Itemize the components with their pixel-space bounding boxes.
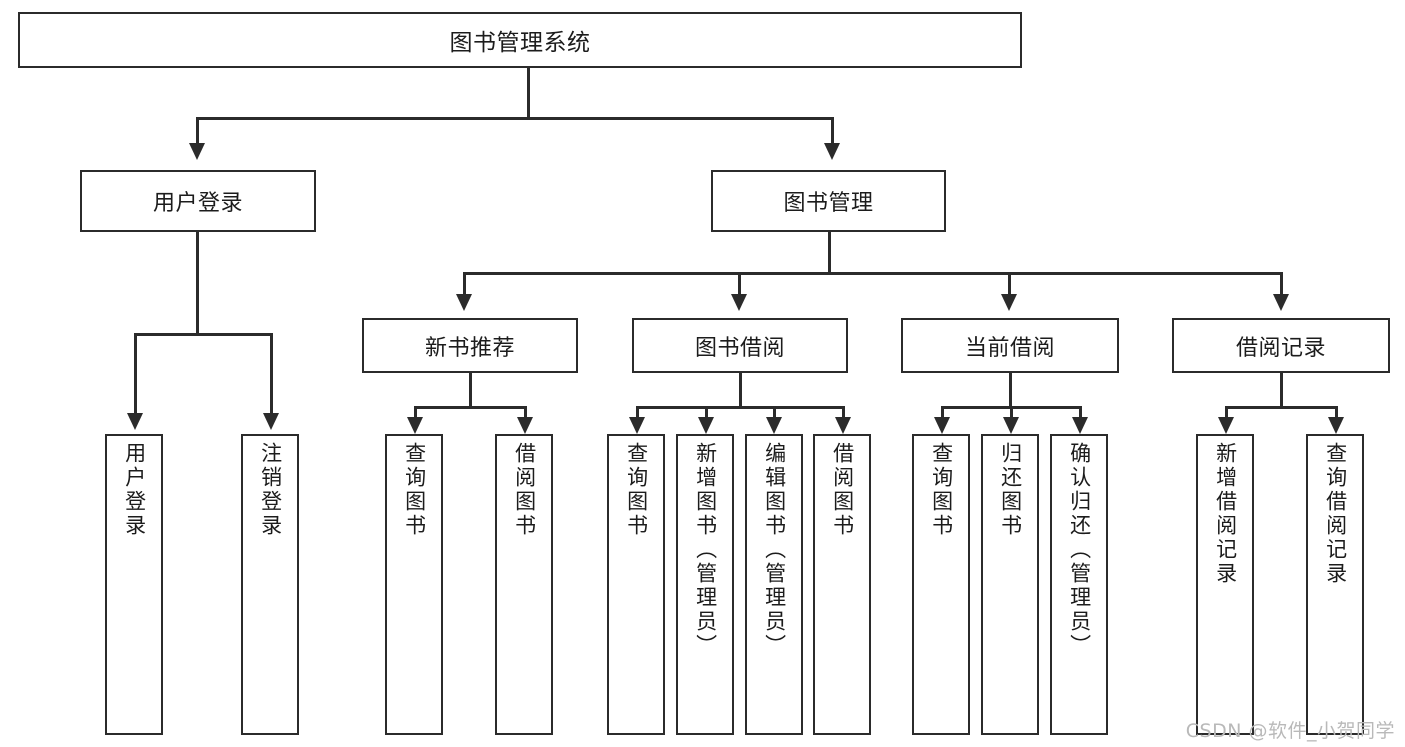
node-user-login-label: 用户登录 xyxy=(152,191,243,216)
edge-new-book-rec-to-leaf-2 xyxy=(524,406,527,420)
edge-current-borrow-to-leaf-2 xyxy=(1010,406,1013,420)
edge-user-login-down xyxy=(196,232,199,335)
node-book-borrow-label: 图书借阅 xyxy=(694,335,785,361)
arrow-book-borrow-to-leaf-2 xyxy=(698,417,714,434)
node-current-borrow[interactable]: 当前借阅 xyxy=(901,318,1119,373)
node-leaf-return-book-label: 归还图书 xyxy=(998,442,1023,538)
arrow-user-login-to-leaf-2 xyxy=(263,413,279,430)
node-leaf-query-record-label: 查询借阅记录 xyxy=(1323,442,1348,586)
edge-current-borrow-down xyxy=(1009,373,1012,408)
arrow-current-borrow-to-leaf-1 xyxy=(934,417,950,434)
node-leaf-query-book-3-label: 查询图书 xyxy=(929,442,954,538)
edge-book-borrow-to-leaf-4 xyxy=(842,406,845,420)
edge-book-borrow-to-leaf-1 xyxy=(636,406,639,420)
node-new-book-rec[interactable]: 新书推荐 xyxy=(362,318,578,373)
arrow-borrow-record-to-leaf-1 xyxy=(1218,417,1234,434)
node-leaf-edit-book-label: 编辑图书（管理员） xyxy=(762,442,787,658)
node-leaf-logout[interactable]: 注销登录 xyxy=(241,434,299,735)
node-current-borrow-label: 当前借阅 xyxy=(964,335,1055,361)
arrow-book-manage-to-book-borrow xyxy=(731,294,747,311)
edge-book-manage-to-current-borrow xyxy=(1008,272,1011,296)
node-leaf-confirm-return[interactable]: 确认归还（管理员） xyxy=(1050,434,1108,735)
node-root-label: 图书管理系统 xyxy=(449,30,591,56)
node-book-manage-label: 图书管理 xyxy=(783,191,874,216)
edge-root-to-user-login xyxy=(196,117,199,145)
arrow-borrow-record-to-leaf-2 xyxy=(1328,417,1344,434)
edge-user-login-bus xyxy=(134,333,272,336)
node-leaf-query-book-2-label: 查询图书 xyxy=(624,442,649,538)
edge-book-borrow-bus xyxy=(636,406,844,409)
arrow-book-borrow-to-leaf-4 xyxy=(835,417,851,434)
node-book-borrow[interactable]: 图书借阅 xyxy=(632,318,848,373)
node-leaf-query-record[interactable]: 查询借阅记录 xyxy=(1306,434,1364,735)
node-leaf-borrow-book-2-label: 借阅图书 xyxy=(830,442,855,538)
edge-book-borrow-to-leaf-3 xyxy=(773,406,776,420)
arrow-current-borrow-to-leaf-3 xyxy=(1072,417,1088,434)
node-new-book-rec-label: 新书推荐 xyxy=(424,335,515,361)
node-leaf-borrow-book-2[interactable]: 借阅图书 xyxy=(813,434,871,735)
edge-current-borrow-to-leaf-3 xyxy=(1079,406,1082,420)
edge-new-book-rec-to-leaf-1 xyxy=(414,406,417,420)
node-leaf-add-book[interactable]: 新增图书（管理员） xyxy=(676,434,734,735)
arrow-book-manage-to-current-borrow xyxy=(1001,294,1017,311)
arrow-root-to-user-login xyxy=(189,143,205,160)
arrow-book-manage-to-new-book-rec xyxy=(456,294,472,311)
node-leaf-logout-label: 注销登录 xyxy=(258,442,283,538)
edge-book-manage-bus xyxy=(463,272,1280,275)
arrow-book-manage-to-borrow-record xyxy=(1273,294,1289,311)
edge-new-book-rec-bus xyxy=(414,406,526,409)
edge-borrow-record-to-leaf-2 xyxy=(1335,406,1338,420)
node-borrow-record[interactable]: 借阅记录 xyxy=(1172,318,1390,373)
edge-book-borrow-to-leaf-2 xyxy=(705,406,708,420)
edge-root-to-book-manage xyxy=(831,117,834,145)
node-leaf-return-book[interactable]: 归还图书 xyxy=(981,434,1039,735)
node-leaf-query-book-2[interactable]: 查询图书 xyxy=(607,434,665,735)
edge-root-down xyxy=(527,68,530,119)
node-leaf-query-book-1[interactable]: 查询图书 xyxy=(385,434,443,735)
node-leaf-user-login[interactable]: 用户登录 xyxy=(105,434,163,735)
arrow-user-login-to-leaf-1 xyxy=(127,413,143,430)
arrow-book-borrow-to-leaf-3 xyxy=(766,417,782,434)
node-leaf-borrow-book-1[interactable]: 借阅图书 xyxy=(495,434,553,735)
node-root[interactable]: 图书管理系统 xyxy=(18,12,1022,68)
edge-book-manage-to-new-book-rec xyxy=(463,272,466,296)
arrow-book-borrow-to-leaf-1 xyxy=(629,417,645,434)
edge-user-login-to-leaf-1 xyxy=(134,333,137,415)
node-leaf-add-record[interactable]: 新增借阅记录 xyxy=(1196,434,1254,735)
node-borrow-record-label: 借阅记录 xyxy=(1235,335,1326,361)
arrow-new-book-rec-to-leaf-1 xyxy=(407,417,423,434)
node-leaf-borrow-book-1-label: 借阅图书 xyxy=(512,442,537,538)
edge-book-manage-down xyxy=(828,232,831,274)
node-leaf-edit-book[interactable]: 编辑图书（管理员） xyxy=(745,434,803,735)
arrow-current-borrow-to-leaf-2 xyxy=(1003,417,1019,434)
arrow-root-to-book-manage xyxy=(824,143,840,160)
edge-book-manage-to-book-borrow xyxy=(738,272,741,296)
node-leaf-confirm-return-label: 确认归还（管理员） xyxy=(1067,442,1092,658)
edge-borrow-record-to-leaf-1 xyxy=(1225,406,1228,420)
edge-borrow-record-bus xyxy=(1225,406,1337,409)
node-leaf-add-book-label: 新增图书（管理员） xyxy=(693,442,718,658)
edge-current-borrow-to-leaf-1 xyxy=(941,406,944,420)
edge-book-manage-to-borrow-record xyxy=(1280,272,1283,296)
node-leaf-query-book-1-label: 查询图书 xyxy=(402,442,427,538)
arrow-new-book-rec-to-leaf-2 xyxy=(517,417,533,434)
edge-user-login-to-leaf-2 xyxy=(270,333,273,415)
node-leaf-user-login-label: 用户登录 xyxy=(122,442,147,538)
node-book-manage[interactable]: 图书管理 xyxy=(711,170,946,232)
edge-borrow-record-down xyxy=(1280,373,1283,408)
node-leaf-add-record-label: 新增借阅记录 xyxy=(1213,442,1238,586)
node-leaf-query-book-3[interactable]: 查询图书 xyxy=(912,434,970,735)
edge-book-borrow-down xyxy=(739,373,742,408)
edge-new-book-rec-down xyxy=(469,373,472,408)
edge-root-bus xyxy=(196,117,833,120)
node-user-login[interactable]: 用户登录 xyxy=(80,170,316,232)
